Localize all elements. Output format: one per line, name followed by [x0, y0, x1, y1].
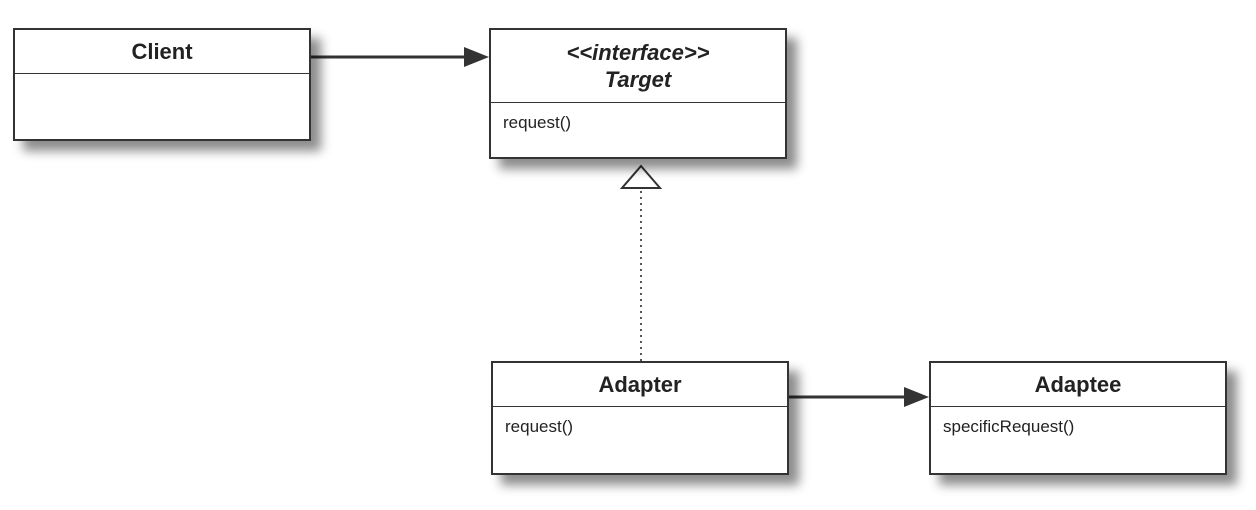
class-target-stereotype: <<interface>>: [566, 39, 710, 65]
class-adaptee-body: specificRequest(): [931, 407, 1225, 447]
class-adapter: Adapter request(): [491, 361, 789, 475]
class-adaptee-header: Adaptee: [931, 363, 1225, 407]
adapter-adaptee-arrowhead: [904, 387, 929, 407]
class-adapter-body: request(): [493, 407, 787, 447]
class-adapter-name: Adapter: [598, 371, 682, 397]
class-target-header: <<interface>> Target: [491, 30, 785, 103]
class-target-body: request(): [491, 103, 785, 143]
adapter-target-hollow-triangle: [619, 164, 663, 189]
class-target-method: request(): [503, 113, 572, 132]
class-target-name: Target: [604, 67, 672, 92]
client-target-arrowhead: [464, 47, 489, 67]
class-adaptee-method: specificRequest(): [943, 417, 1075, 436]
class-target: <<interface>> Target request(): [489, 28, 787, 159]
class-client-header: Client: [15, 30, 309, 74]
class-client-body: [15, 74, 309, 94]
class-adaptee-name: Adaptee: [1034, 371, 1122, 397]
class-adaptee: Adaptee specificRequest(): [929, 361, 1227, 475]
class-adapter-method: request(): [505, 417, 574, 436]
class-client: Client: [13, 28, 311, 141]
class-adapter-header: Adapter: [493, 363, 787, 407]
class-client-name: Client: [131, 38, 193, 64]
